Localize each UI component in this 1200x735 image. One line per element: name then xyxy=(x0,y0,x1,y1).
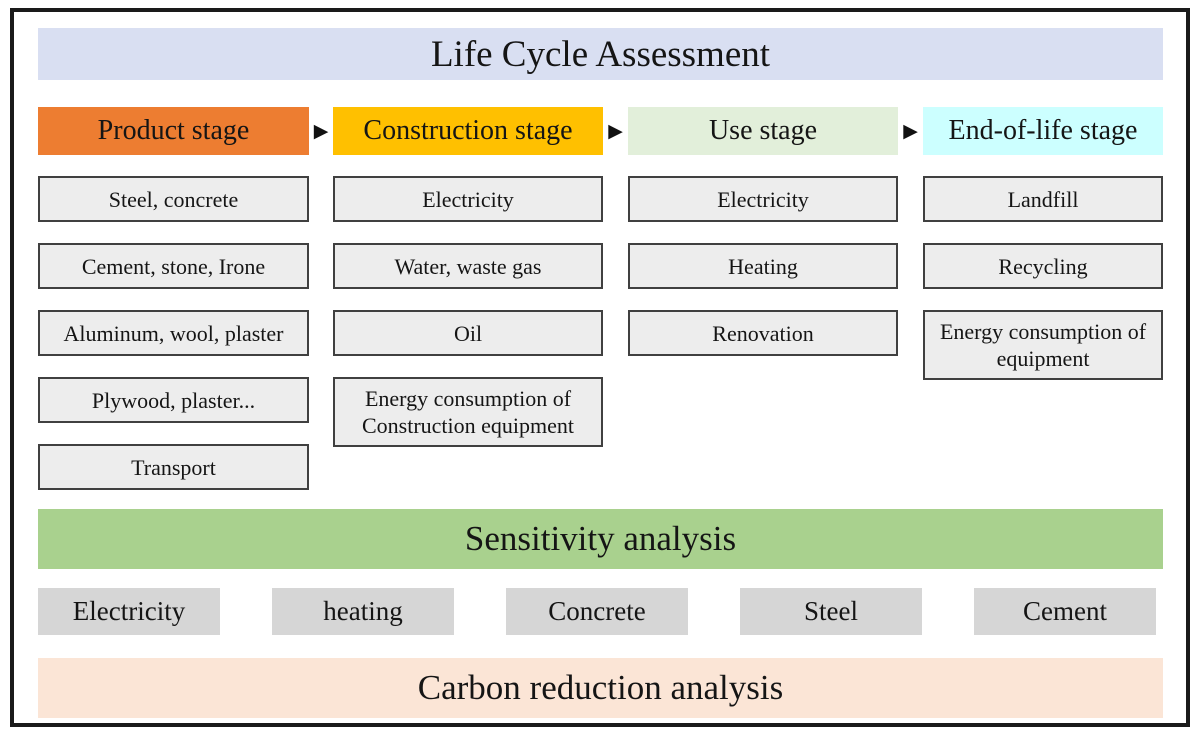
carbon-reduction-label: Carbon reduction analysis xyxy=(417,668,784,707)
sensitivity-item-cement: Cement xyxy=(974,588,1156,635)
stage-header-product: Product stage xyxy=(38,107,309,155)
stage-item-box: Recycling xyxy=(923,243,1163,289)
arrow-right-icon: ▶ xyxy=(608,120,623,142)
stage-header-construction: Construction stage xyxy=(333,107,603,155)
sensitivity-analysis-label: Sensitivity analysis xyxy=(464,519,737,558)
stage-item-box: Aluminum, wool, plaster xyxy=(38,310,309,356)
stage-item-box: Oil xyxy=(333,310,603,356)
stage-column-use: Electricity Heating Renovation xyxy=(628,176,898,377)
stage-header-use-label: Use stage xyxy=(708,115,818,146)
diagram-outer-frame xyxy=(10,8,1190,727)
stage-header-product-label: Product stage xyxy=(97,115,250,146)
stage-item-box: Water, waste gas xyxy=(333,243,603,289)
stage-item-box: Electricity xyxy=(628,176,898,222)
sensitivity-item-concrete: Concrete xyxy=(506,588,688,635)
title-banner: Life Cycle Assessment xyxy=(38,28,1163,80)
stage-item-box: Landfill xyxy=(923,176,1163,222)
stage-header-use: Use stage xyxy=(628,107,898,155)
stage-header-construction-label: Construction stage xyxy=(363,115,573,146)
stage-column-construction: Electricity Water, waste gas Oil Energy … xyxy=(333,176,603,468)
stage-item-box: Plywood, plaster... xyxy=(38,377,309,423)
stage-column-product: Steel, concrete Cement, stone, Irone Alu… xyxy=(38,176,309,511)
stage-header-end-of-life: End-of-life stage xyxy=(923,107,1163,155)
title-banner-label: Life Cycle Assessment xyxy=(430,33,771,75)
sensitivity-analysis-banner: Sensitivity analysis xyxy=(38,509,1163,569)
sensitivity-item-heating: heating xyxy=(272,588,454,635)
stage-item-box: Transport xyxy=(38,444,309,490)
sensitivity-item-steel: Steel xyxy=(740,588,922,635)
stage-item-box: Cement, stone, Irone xyxy=(38,243,309,289)
carbon-reduction-banner: Carbon reduction analysis xyxy=(38,658,1163,718)
arrow-right-icon: ▶ xyxy=(313,120,329,142)
stage-item-box: Energy consumption of Construction equip… xyxy=(333,377,603,447)
stage-item-box: Heating xyxy=(628,243,898,289)
stage-header-end-of-life-label: End-of-life stage xyxy=(948,115,1138,146)
stage-item-box: Renovation xyxy=(628,310,898,356)
stage-item-box: Electricity xyxy=(333,176,603,222)
arrow-right-icon: ▶ xyxy=(903,120,918,142)
sensitivity-item-electricity: Electricity xyxy=(38,588,220,635)
stage-column-end-of-life: Landfill Recycling Energy consumption of… xyxy=(923,176,1163,401)
stage-item-box: Steel, concrete xyxy=(38,176,309,222)
stage-item-box: Energy consumption of equipment xyxy=(923,310,1163,380)
